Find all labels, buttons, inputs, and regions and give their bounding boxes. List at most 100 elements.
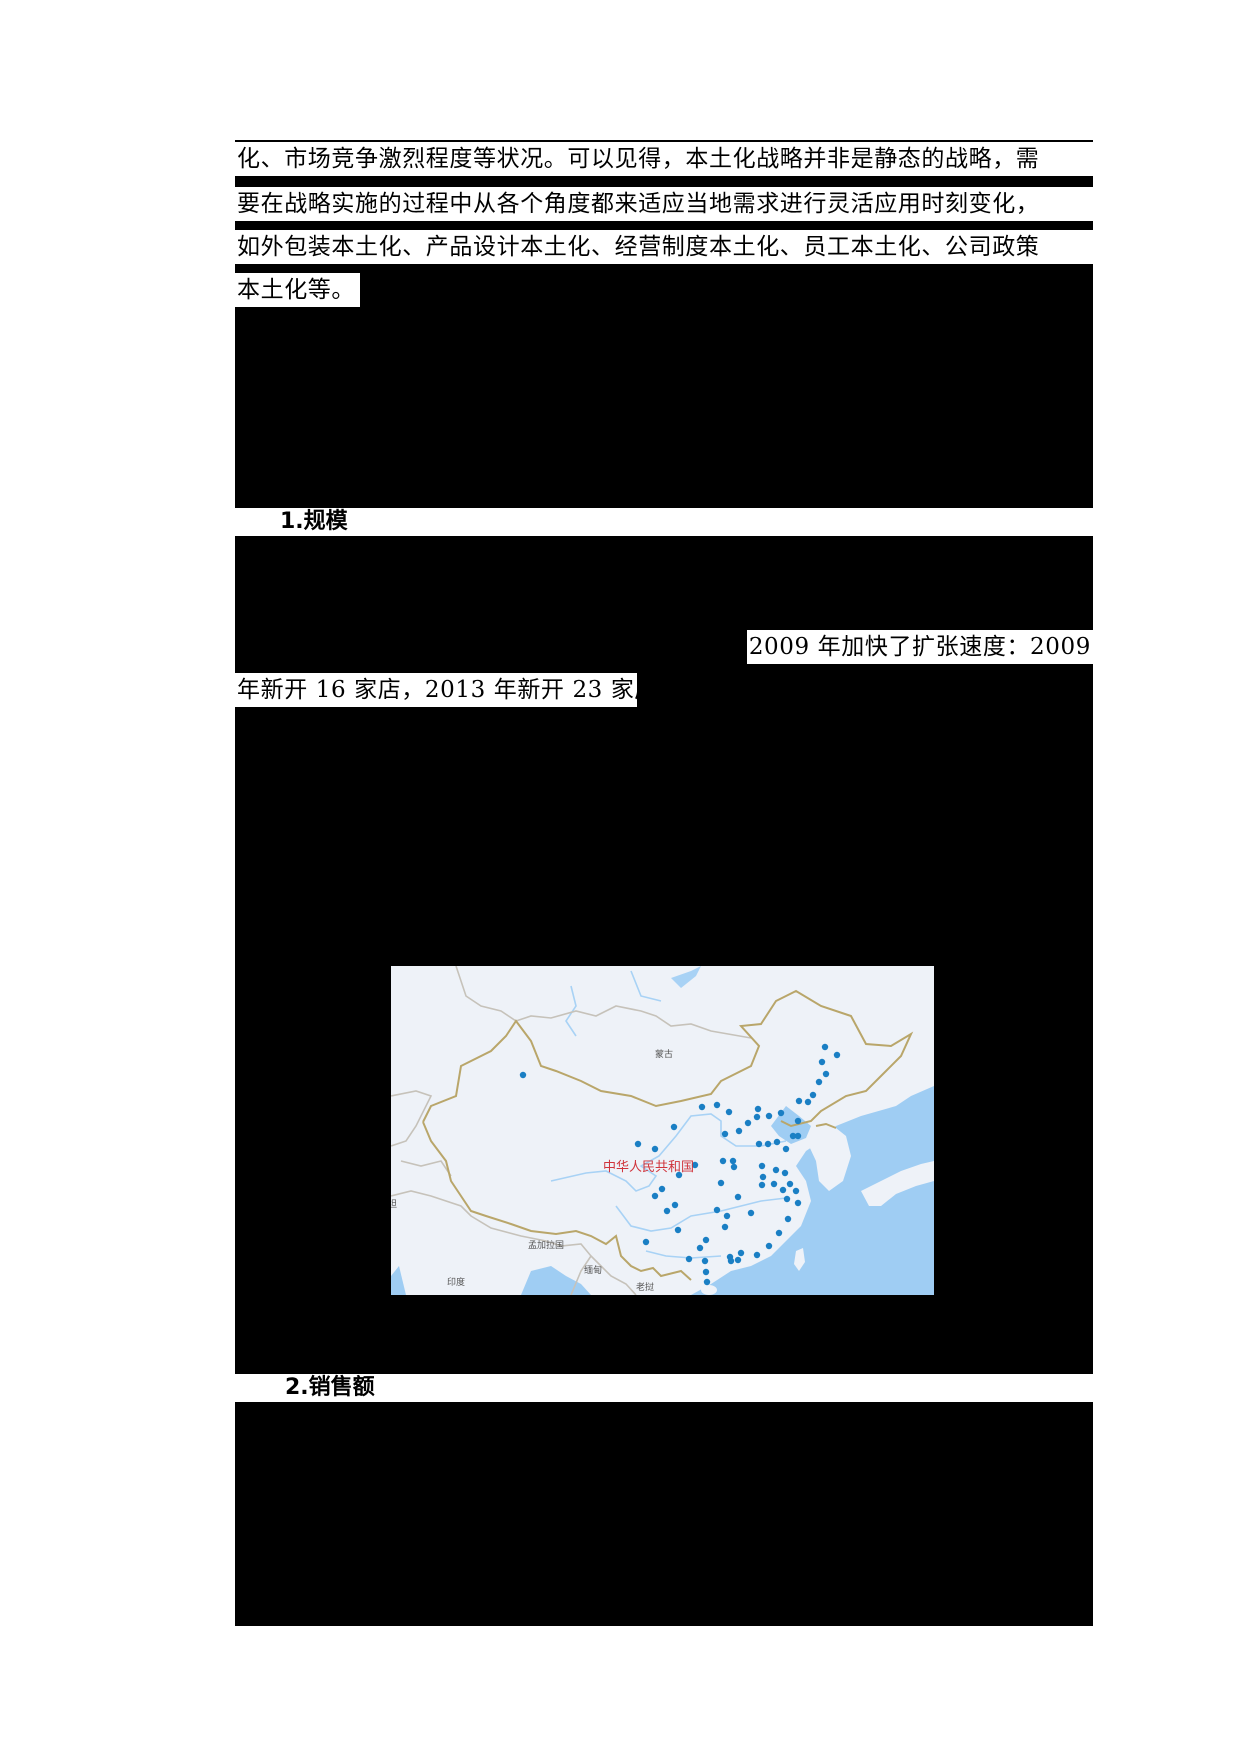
store-dot	[719, 1157, 727, 1165]
store-dot	[721, 1223, 729, 1231]
store-dot	[663, 1207, 671, 1215]
paragraph-line-1: 化、市场竞争激烈程度等状况。可以见得，本土化战略并非是静态的战略，需	[235, 142, 1093, 176]
paragraph-text: 要在战略实施的过程中从各个角度都来适应当地需求进行灵活应用时刻变化，	[237, 190, 1040, 217]
store-dot	[794, 1117, 802, 1125]
store-dot	[821, 1043, 829, 1051]
china-border	[422, 989, 914, 1281]
store-dot	[651, 1192, 659, 1200]
store-dot	[729, 1157, 737, 1165]
store-dot	[725, 1108, 733, 1116]
store-dot	[822, 1070, 830, 1078]
paragraph-line-3: 如外包装本土化、产品设计本土化、经营制度本土化、员工本土化、公司政策	[235, 230, 1093, 264]
section-text: 年新开 16 家店，2013 年新开 23 家店	[237, 676, 659, 703]
store-dot	[670, 1123, 678, 1131]
store-dot	[701, 1257, 709, 1265]
store-dot	[758, 1181, 766, 1189]
store-dot	[815, 1078, 823, 1086]
store-dot	[721, 1130, 729, 1138]
label-china: 中华人民共和国	[603, 1160, 694, 1175]
store-dot	[685, 1255, 693, 1263]
store-dot	[691, 1161, 699, 1169]
store-dot	[651, 1145, 659, 1153]
paragraph-text: 本土化等。	[237, 276, 355, 303]
store-dot	[726, 1253, 734, 1261]
store-dot	[747, 1209, 755, 1217]
store-dot	[702, 1236, 710, 1244]
store-dot	[782, 1145, 790, 1153]
japan-land	[861, 1161, 934, 1206]
other-borders	[391, 966, 752, 1295]
label-laos: 老挝	[636, 1281, 654, 1293]
section-heading-scale: 1.规模	[235, 508, 1093, 536]
store-dot	[737, 1249, 745, 1257]
store-dot	[833, 1051, 841, 1059]
store-dot	[779, 1186, 787, 1194]
store-dot	[713, 1101, 721, 1109]
store-dot	[755, 1140, 763, 1148]
arabian-sea	[391, 1266, 406, 1295]
label-mongolia: 蒙古	[655, 1048, 673, 1060]
store-dot	[765, 1112, 773, 1120]
label-india: 印度	[447, 1276, 465, 1288]
store-dot	[753, 1251, 761, 1259]
store-dot	[770, 1180, 778, 1188]
store-dot	[775, 1229, 783, 1237]
store-dot	[675, 1171, 683, 1179]
baikal-lake	[671, 966, 701, 988]
store-dot	[734, 1193, 742, 1201]
store-dot	[818, 1058, 826, 1066]
store-dot	[794, 1199, 802, 1207]
heading-text: 1.规模	[280, 509, 348, 534]
paragraph-line-2: 要在战略实施的过程中从各个角度都来适应当地需求进行灵活应用时刻变化，	[235, 187, 1093, 221]
section-text: 2009 年加快了扩张速度：2009	[748, 633, 1091, 660]
store-dot	[759, 1173, 767, 1181]
store-dot	[634, 1140, 642, 1148]
store-dot	[717, 1179, 725, 1187]
korea-land	[809, 1124, 851, 1191]
store-dot	[784, 1215, 792, 1223]
section1-text-line-1: 2009 年加快了扩张速度：2009	[747, 630, 1093, 664]
store-dot	[730, 1163, 738, 1171]
redacted-region	[235, 140, 1093, 1626]
store-distribution-map: 蒙古 中华人民共和国 孟加拉国 印度 缅甸 老挝 坦	[391, 966, 934, 1295]
label-partial-left: 坦	[391, 1199, 397, 1210]
rivers	[550, 970, 787, 1259]
store-dot	[789, 1132, 797, 1140]
store-dot	[773, 1138, 781, 1146]
store-dot	[792, 1187, 800, 1195]
store-dot	[804, 1098, 812, 1106]
store-dot	[671, 1201, 679, 1209]
store-dot	[781, 1169, 789, 1177]
store-dot	[735, 1127, 743, 1135]
paragraph-line-4: 本土化等。	[235, 273, 360, 307]
store-dot	[795, 1097, 803, 1105]
store-dot	[723, 1212, 731, 1220]
store-dot	[786, 1180, 794, 1188]
paragraph-text: 如外包装本土化、产品设计本土化、经营制度本土化、员工本土化、公司政策	[237, 233, 1040, 260]
map-graphic: 蒙古 中华人民共和国 孟加拉国 印度 缅甸 老挝 坦	[391, 966, 934, 1295]
store-dot	[713, 1206, 721, 1214]
store-dot	[744, 1119, 752, 1127]
store-dot	[754, 1105, 762, 1113]
paragraph-text: 化、市场竞争激烈程度等状况。可以见得，本土化战略并非是静态的战略，需	[237, 145, 1040, 172]
heading-text: 2.销售额	[285, 1375, 375, 1400]
store-dot	[702, 1268, 710, 1276]
store-dot	[765, 1242, 773, 1250]
store-location-dots	[519, 1043, 841, 1286]
store-dot	[758, 1162, 766, 1170]
sea-east	[691, 1086, 934, 1295]
store-dot	[783, 1195, 791, 1203]
store-dot	[642, 1238, 650, 1246]
taiwan-land	[794, 1248, 805, 1271]
store-dot	[703, 1278, 711, 1286]
store-dot	[809, 1091, 817, 1099]
store-dot	[658, 1185, 666, 1193]
store-dot	[698, 1103, 706, 1111]
store-dot	[777, 1109, 785, 1117]
section-heading-sales: 2.销售额	[235, 1374, 1093, 1402]
store-dot	[674, 1226, 682, 1234]
store-dot	[764, 1140, 772, 1148]
store-dot	[753, 1113, 761, 1121]
store-dot	[519, 1071, 527, 1079]
store-dot	[794, 1132, 802, 1140]
